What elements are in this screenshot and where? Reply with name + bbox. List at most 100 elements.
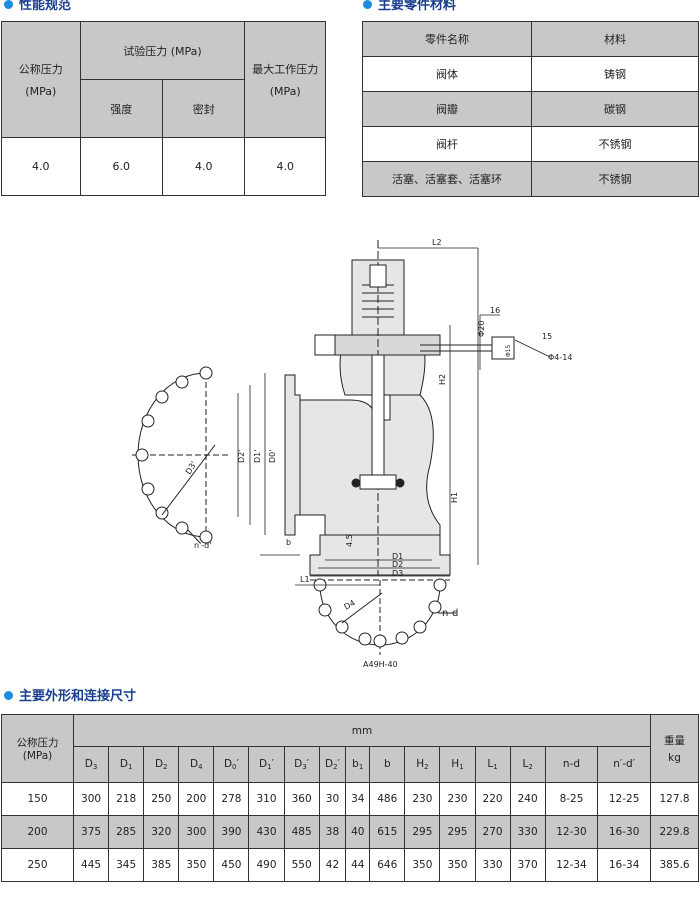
outlet-flange-view [310, 578, 456, 655]
bolt-hole-icon [318, 603, 332, 617]
dims-cell: 295 [439, 815, 476, 849]
dims-cell: 12-30 [544, 815, 599, 849]
dims-cell: 300 [178, 815, 215, 849]
parts-cell: 不锈钢 [531, 126, 699, 162]
dims-column-header: n-d [544, 746, 599, 783]
dims-cell: 295 [404, 815, 441, 849]
dims-cell: 200 [1, 815, 74, 849]
dims-cell: 485 [283, 815, 320, 849]
dims-cell: 250 [143, 782, 180, 816]
dims-cell: 230 [439, 782, 476, 816]
dims-cell: 370 [509, 848, 546, 882]
perf-cell: 6.0 [79, 137, 164, 196]
dims-cell: 300 [72, 782, 110, 816]
dims-cell: 150 [1, 782, 74, 816]
dims-column-header: D3′ [283, 746, 320, 783]
dims-cell: 490 [248, 848, 285, 882]
bolt-hole-icon [175, 375, 189, 389]
dims-cell: 34 [345, 782, 371, 816]
parts-cell: 阀体 [362, 56, 532, 92]
dims-cell: 385.6 [650, 848, 699, 882]
dims-cell: 12-34 [544, 848, 599, 882]
dims-cell: 40 [345, 815, 371, 849]
parts-cell: 铸钢 [531, 56, 699, 92]
dims-cell: 350 [439, 848, 476, 882]
dims-cell: 550 [283, 848, 320, 882]
parts-cell: 阀杆 [362, 126, 532, 162]
label-16: 16 [490, 306, 500, 315]
dims-column-header: n′-d′ [597, 746, 651, 783]
bullet-icon [4, 691, 13, 700]
dims-cell: 16-30 [597, 815, 651, 849]
dims-cell: 16-34 [597, 848, 651, 882]
bolt-hole-icon [413, 620, 427, 634]
label-phi15: Φ15 [505, 344, 512, 357]
dims-cell: 12-25 [597, 782, 651, 816]
bolt-hole-icon [141, 482, 155, 496]
dims-column-header: b [369, 746, 406, 783]
parts-cell: 活塞、活塞套、活塞环 [362, 161, 532, 197]
dims-cell: 310 [248, 782, 285, 816]
bolt-hole-icon [155, 506, 169, 520]
parts-cell: 阀瓣 [362, 91, 532, 127]
label-d0p: D0' [268, 450, 277, 463]
parts-header-material: 材料 [531, 21, 699, 57]
dims-column-header: D1′ [248, 746, 285, 783]
valve-internals [314, 240, 515, 575]
perf-header-test: 试验压力 (MPa) [79, 21, 246, 80]
dims-cell: 250 [1, 848, 74, 882]
dims-cell: 330 [474, 848, 511, 882]
dims-column-header: D2 [143, 746, 180, 783]
dims-column-header: D2′ [318, 746, 347, 783]
dims-cell: 486 [369, 782, 406, 816]
label-d1p: D1' [253, 450, 262, 463]
dims-cell: 127.8 [650, 782, 699, 816]
label-nd: n-d [442, 608, 458, 619]
dims-cell: 445 [72, 848, 110, 882]
dims-cell: 240 [509, 782, 546, 816]
bolt-hole-icon [395, 631, 409, 645]
label-d2: D2 [392, 560, 403, 569]
label-nd-prime: n'-d' [194, 541, 211, 550]
bolt-hole-icon [335, 620, 349, 634]
dims-cell: 330 [509, 815, 546, 849]
model-label: A49H-40 [363, 660, 398, 669]
dims-cell: 230 [404, 782, 441, 816]
dimension-lines [237, 247, 551, 586]
dims-column-header: L2 [509, 746, 546, 783]
dims-cell: 200 [178, 782, 215, 816]
bolt-hole-icon [373, 634, 387, 648]
dims-column-header: D3 [72, 746, 110, 783]
dims-cell: 285 [108, 815, 145, 849]
dims-cell: 360 [283, 782, 320, 816]
dims-column-header: b1 [345, 746, 371, 783]
perf-cell: 4.0 [244, 137, 326, 196]
dims-section-title: 主要外形和连接尺寸 [4, 688, 136, 706]
bolt-hole-icon [199, 530, 213, 544]
dims-cell: 615 [369, 815, 406, 849]
bolt-hole-icon [135, 448, 149, 462]
perf-table: 公称压力(MPa) 试验压力 (MPa) 最大工作压力(MPa) 强度 密封 4… [1, 21, 326, 196]
bolt-hole-icon [141, 414, 155, 428]
dims-column-header: L1 [474, 746, 511, 783]
dims-cell: 42 [318, 848, 347, 882]
parts-header-name: 零件名称 [362, 21, 532, 57]
parts-table: 零件名称 材料 阀体 铸钢 阀瓣 碳钢 阀杆 不锈钢 活塞、活塞套、活塞环 不锈… [362, 21, 699, 197]
label-d3p: D3' [184, 460, 199, 476]
parts-cell: 碳钢 [531, 91, 699, 127]
valve-drawing: L2 16 Φ20 Φ15 15 Φ4-14 H2 H1 D3' D2' D1'… [132, 238, 572, 669]
label-d4: D4 [343, 598, 357, 611]
perf-header-maxwork: 最大工作压力(MPa) [244, 21, 326, 138]
dims-cell: 30 [318, 782, 347, 816]
dims-cell: 350 [178, 848, 215, 882]
dims-cell: 44 [345, 848, 371, 882]
bullet-icon [4, 0, 13, 9]
dims-cell: 375 [72, 815, 110, 849]
perf-section-title: 性能规范 [4, 0, 71, 15]
label-phi20: Φ20 [477, 321, 486, 337]
